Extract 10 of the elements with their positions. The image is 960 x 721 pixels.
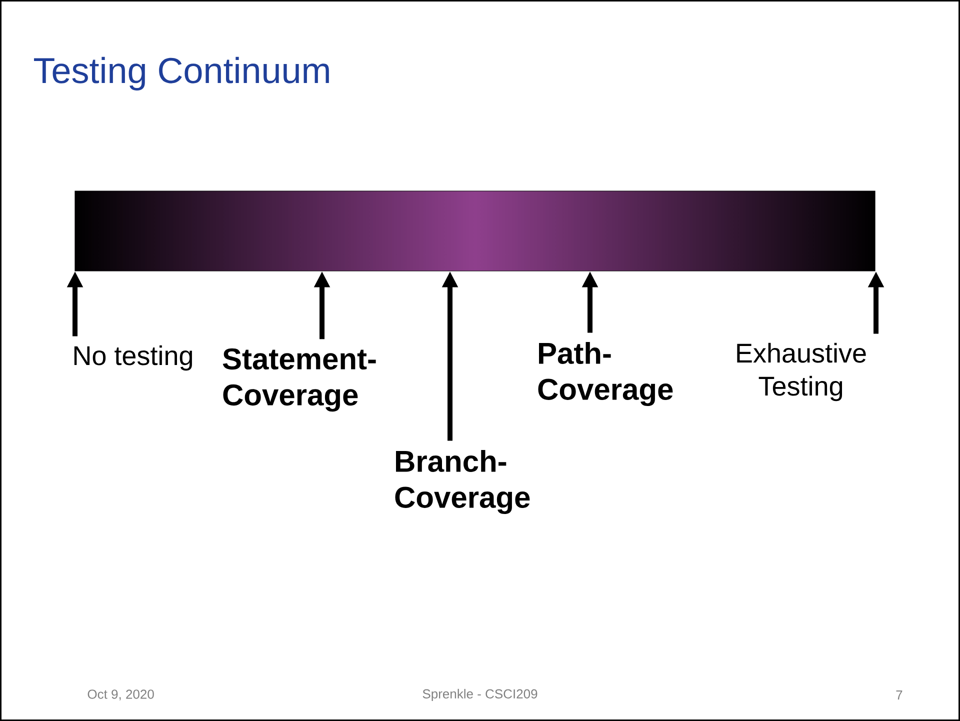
gradient-bar bbox=[74, 190, 876, 272]
stage-label: Statement- Coverage bbox=[222, 348, 376, 412]
slide-title: Testing Continuum bbox=[34, 56, 329, 90]
footer-text: 7 bbox=[896, 690, 902, 700]
stage-label: Branch- Coverage bbox=[395, 450, 530, 514]
footer-text: Oct 9, 2020 bbox=[88, 690, 154, 700]
stage-label: Exhaustive Testing bbox=[737, 342, 866, 402]
footer-text: Sprenkle - CSCI209 bbox=[422, 688, 538, 702]
stage-label: No testing bbox=[74, 345, 192, 371]
stage-label: Path- Coverage bbox=[538, 342, 673, 406]
